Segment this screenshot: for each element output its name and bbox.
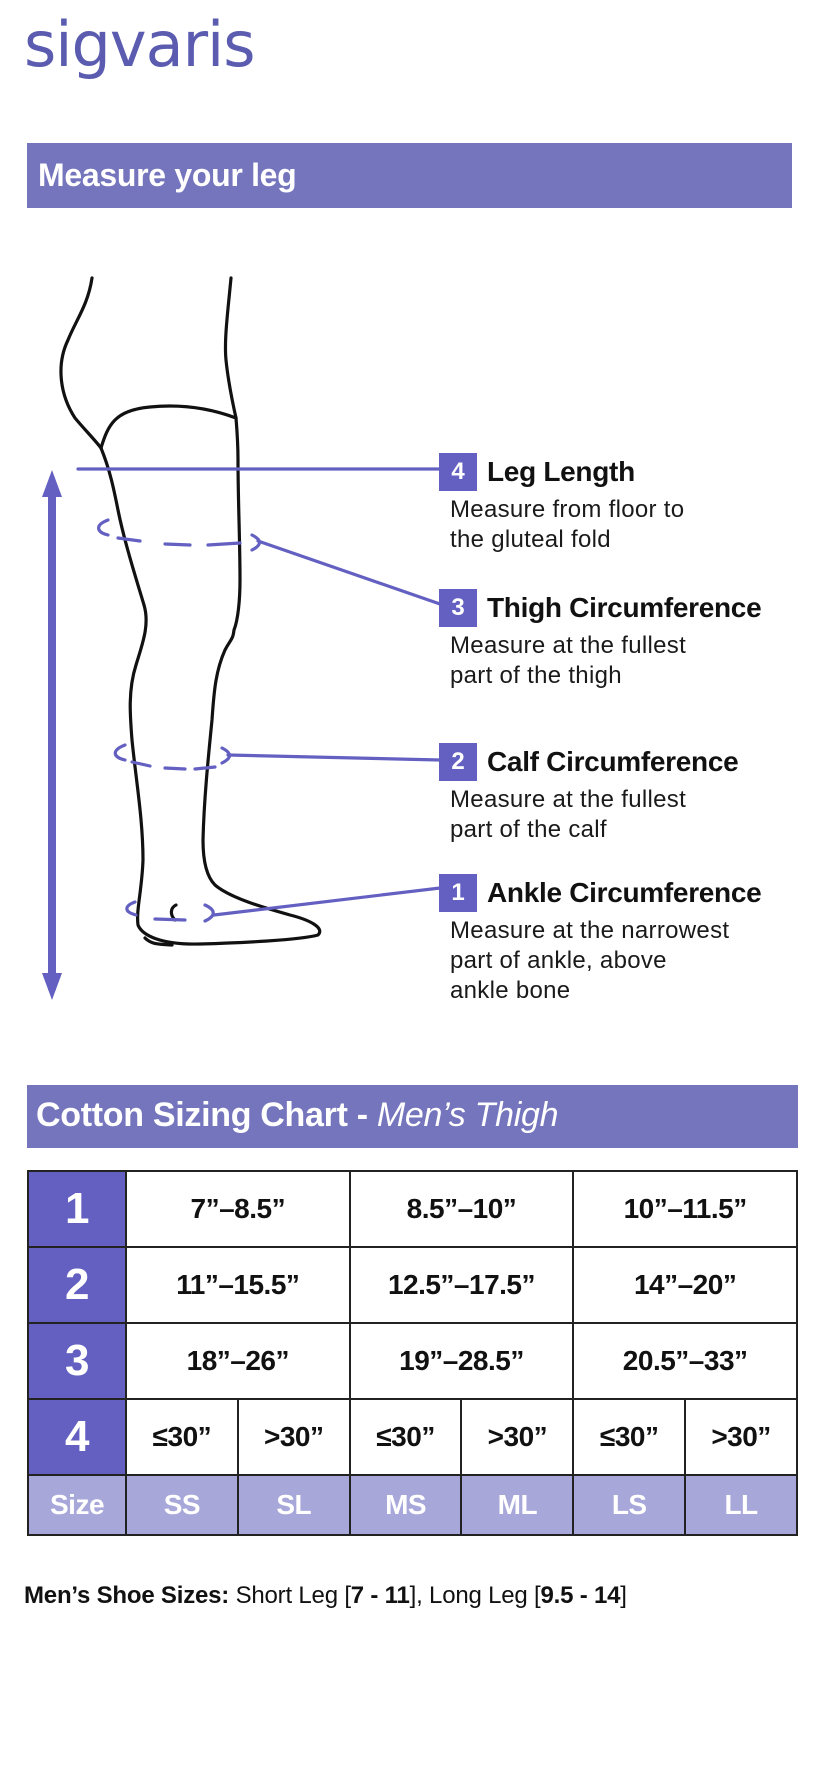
table-cell: ≤30” <box>348 1398 463 1476</box>
sizing-chart-title: Cotton Sizing Chart - <box>36 1096 377 1134</box>
legend-description: Measure from floor to the gluteal fold <box>450 496 685 553</box>
size-cell: LL <box>684 1474 798 1536</box>
long-leg-range: 9.5 - 14 <box>540 1582 621 1609</box>
table-cell: 20.5”–33” <box>572 1322 798 1400</box>
legend-title: Ankle Circumference <box>487 877 762 908</box>
shoe-sizes-note: Men’s Shoe Sizes: Short Leg [7 - 11], Lo… <box>24 1582 627 1610</box>
legend-number-badge: 2 <box>439 743 477 781</box>
sizing-chart-subtitle: Men’s Thigh <box>376 1096 559 1134</box>
measure-guides-icon <box>76 467 442 923</box>
legend-item-thigh-circumference: 3 Thigh Circumference Measure at the ful… <box>439 589 762 691</box>
legend-title: Calf Circumference <box>487 746 739 777</box>
leg-outline-icon <box>59 276 322 947</box>
row-header: 1 <box>27 1170 127 1248</box>
leg-diagram <box>42 276 442 1000</box>
table-cell: 12.5”–17.5” <box>348 1246 575 1324</box>
table-cell: 11”–15.5” <box>125 1246 351 1324</box>
table-row-size: Size SS SL MS ML LS LL <box>27 1474 798 1536</box>
legend-description: Measure at the fullest part of the calf <box>450 786 687 843</box>
table-row-leg-length: 4 ≤30” >30” ≤30” >30” ≤30” >30” <box>27 1398 798 1476</box>
legend-number-badge: 1 <box>439 874 477 912</box>
legend-description: Measure at the fullest part of the thigh <box>450 632 687 689</box>
legend-item-leg-length: 4 Leg Length Measure from floor to the g… <box>439 453 684 555</box>
table-cell: >30” <box>236 1398 351 1476</box>
table-cell: 14”–20” <box>572 1246 798 1324</box>
short-leg-range: 7 - 11 <box>350 1582 410 1609</box>
size-cell: LS <box>572 1474 687 1536</box>
table-cell: >30” <box>460 1398 575 1476</box>
sigvaris-logo: sigvaris <box>24 8 256 81</box>
measure-section-title: Measure your leg <box>38 157 297 193</box>
table-cell: ≤30” <box>572 1398 687 1476</box>
legend-number-badge: 4 <box>439 453 477 491</box>
row-header: 2 <box>27 1246 127 1324</box>
legend-title: Thigh Circumference <box>487 592 762 623</box>
table-cell: 10”–11.5” <box>572 1170 798 1248</box>
table-cell: ≤30” <box>125 1398 239 1476</box>
legend-title: Leg Length <box>487 456 635 487</box>
size-cell: SL <box>236 1474 351 1536</box>
footer-text: ], Long Leg [ <box>409 1582 541 1609</box>
row-header: 4 <box>27 1398 127 1476</box>
sizing-chart-header: Cotton Sizing Chart - Men’s Thigh <box>27 1085 798 1148</box>
table-cell: 8.5”–10” <box>348 1170 575 1248</box>
sizing-table: 1 7”–8.5” 8.5”–10” 10”–11.5” 2 11”–15.5”… <box>27 1170 798 1536</box>
footer-text: ] <box>620 1582 627 1609</box>
shoe-sizes-label: Men’s Shoe Sizes: <box>24 1582 230 1609</box>
row-header: Size <box>27 1474 127 1536</box>
legend-item-calf-circumference: 2 Calf Circumference Measure at the full… <box>439 743 739 845</box>
measure-section-header: Measure your leg <box>27 143 792 208</box>
size-cell: SS <box>125 1474 239 1536</box>
table-cell: >30” <box>684 1398 798 1476</box>
table-cell: 19”–28.5” <box>348 1322 575 1400</box>
table-row-thigh: 3 18”–26” 19”–28.5” 20.5”–33” <box>27 1322 798 1400</box>
table-cell: 7”–8.5” <box>125 1170 351 1248</box>
legend-item-ankle-circumference: 1 Ankle Circumference Measure at the nar… <box>439 874 762 1006</box>
leg-length-arrow-icon <box>42 470 62 1000</box>
legend-description: Measure at the narrowest part of ankle, … <box>450 917 730 1004</box>
table-cell: 18”–26” <box>125 1322 351 1400</box>
footer-text: Short Leg [ <box>229 1582 351 1609</box>
size-cell: MS <box>348 1474 463 1536</box>
size-cell: ML <box>460 1474 575 1536</box>
legend-number-badge: 3 <box>439 589 477 627</box>
table-row-ankle: 1 7”–8.5” 8.5”–10” 10”–11.5” <box>27 1170 798 1248</box>
row-header: 3 <box>27 1322 127 1400</box>
table-row-calf: 2 11”–15.5” 12.5”–17.5” 14”–20” <box>27 1246 798 1324</box>
